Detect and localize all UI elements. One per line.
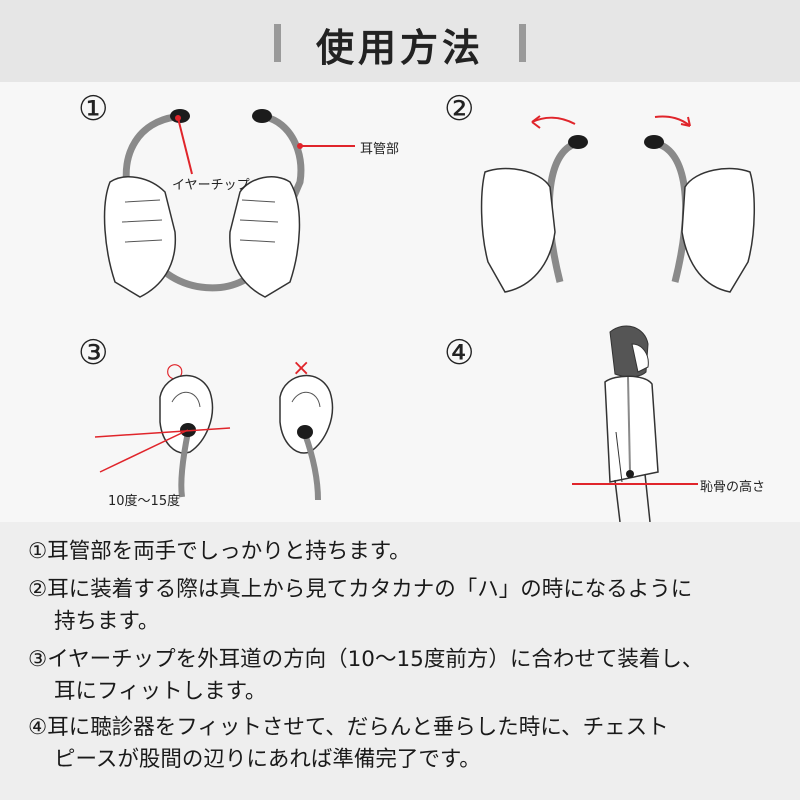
panel-4: ④ 恥骨の高さ — [400, 322, 800, 522]
step-3-line1: ③イヤーチップを外耳道の方向（10〜15度前方）に合わせて装着し、 — [28, 647, 704, 672]
step-number-3: ③ — [78, 333, 109, 373]
person-standing-illustration — [572, 325, 698, 522]
step-2-line2: 持ちます。 — [54, 609, 160, 634]
step-number-1: ① — [78, 89, 109, 129]
panel-1: ① イヤーチップ 耳管部 — [0, 82, 400, 322]
step-3: ③イヤーチップを外耳道の方向（10〜15度前方）に合わせて装着し、 耳にフィット… — [28, 644, 788, 708]
angle-label: 10度〜15度 — [108, 494, 181, 509]
step-number-2: ② — [444, 89, 475, 129]
step-3-line2: 耳にフィットします。 — [54, 679, 267, 704]
stethoscope-hands-illustration — [103, 109, 355, 298]
label-eartip: イヤーチップ — [172, 178, 250, 193]
page-title: 使用方法 — [315, 26, 484, 70]
step-1-line1: ①耳管部を両手でしっかりと持ちます。 — [28, 539, 411, 564]
step-4: ④耳に聴診器をフィットさせて、だらんと垂らした時に、チェスト ピースが股間の辺り… — [28, 712, 788, 776]
instructions-list: ①耳管部を両手でしっかりと持ちます。 ②耳に装着する際は真上から見てカタカナの「… — [0, 522, 800, 800]
header: 使用方法 — [0, 0, 800, 82]
header-bar-right — [519, 24, 526, 62]
ear-insertion-illustration — [94, 375, 334, 501]
mark-ng: × — [292, 356, 311, 381]
label-eartube: 耳管部 — [360, 142, 400, 157]
eartube-angle-illustration — [480, 115, 755, 293]
label-pubic-height: 恥骨の高さ — [700, 480, 766, 495]
panel-3: ③ ○ × 10度〜15度 — [0, 322, 400, 522]
step-1: ①耳管部を両手でしっかりと持ちます。 — [28, 536, 788, 568]
step-number-4: ④ — [444, 333, 475, 373]
step-2-line1: ②耳に装着する際は真上から見てカタカナの「ハ」の時になるように — [28, 577, 693, 602]
illustration-area: ① イヤーチップ 耳管部 ② — [0, 82, 800, 522]
header-bar-left — [274, 24, 281, 62]
step-2: ②耳に装着する際は真上から見てカタカナの「ハ」の時になるように 持ちます。 — [28, 574, 788, 638]
step-4-line2: ピースが股間の辺りにあれば準備完了です。 — [54, 747, 481, 772]
step-4-line1: ④耳に聴診器をフィットさせて、だらんと垂らした時に、チェスト — [28, 715, 669, 740]
panel-2: ② — [400, 82, 800, 322]
